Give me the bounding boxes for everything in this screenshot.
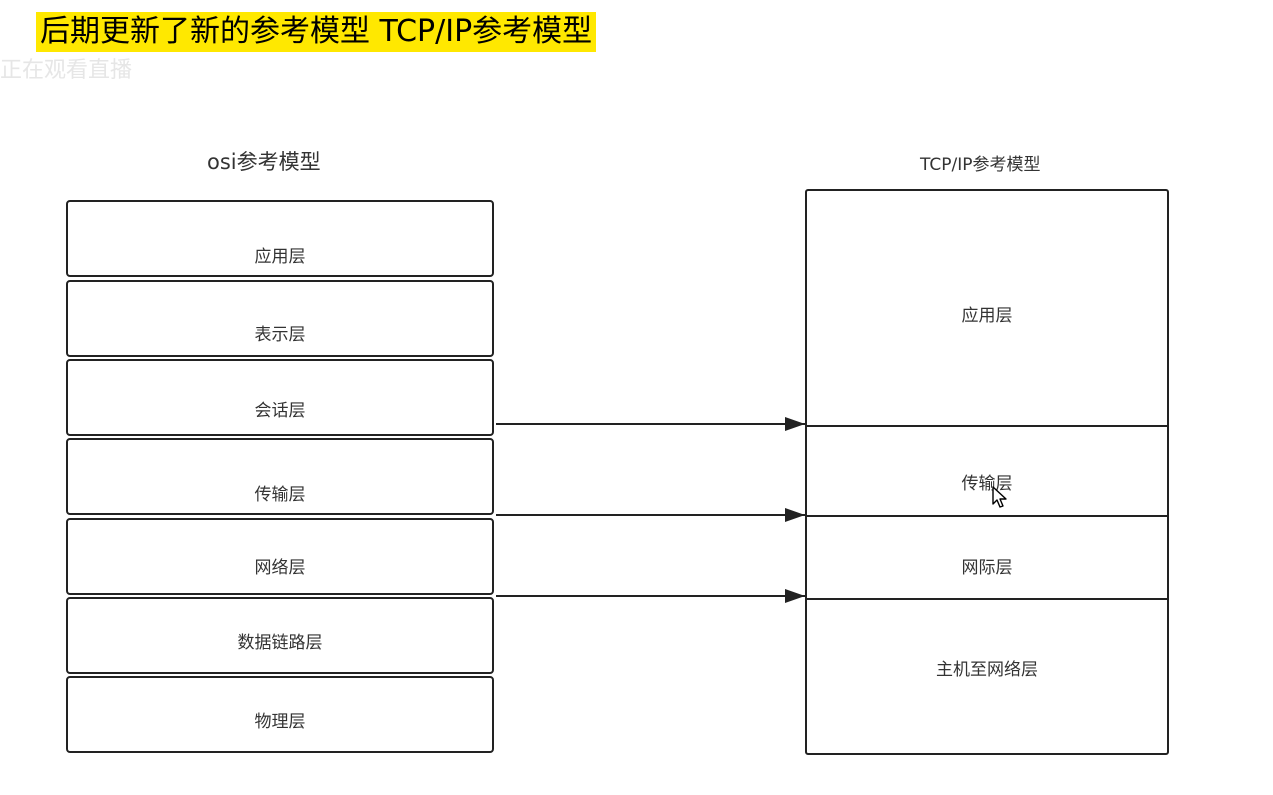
tcpip-stack: 应用层 传输层 网际层 主机至网络层 — [805, 189, 1169, 755]
osi-layer-label: 数据链路层 — [237, 633, 323, 653]
osi-layer-label: 应用层 — [254, 247, 306, 267]
tcpip-layer-label: 网际层 — [961, 558, 1013, 578]
osi-layer-application: 应用层 — [66, 200, 494, 277]
tcpip-layer-host-to-network: 主机至网络层 — [807, 598, 1167, 753]
osi-layer-label: 表示层 — [254, 325, 306, 345]
tcpip-layer-internet: 网际层 — [807, 515, 1167, 598]
osi-layer-network: 网络层 — [66, 518, 494, 595]
tcpip-layer-label: 主机至网络层 — [936, 660, 1038, 680]
osi-layer-label: 会话层 — [254, 401, 306, 421]
video-caption-banner: 后期更新了新的参考模型 TCP/IP参考模型 — [36, 12, 597, 52]
osi-model-title: osi参考模型 — [207, 150, 321, 174]
tcpip-layer-transport: 传输层 — [807, 425, 1167, 515]
osi-layer-label: 传输层 — [254, 485, 306, 505]
osi-layer-data-link: 数据链路层 — [66, 597, 494, 674]
tcpip-layer-application: 应用层 — [807, 191, 1167, 425]
osi-layer-label: 物理层 — [254, 712, 306, 732]
live-watermark: 正在观看直播 — [0, 58, 133, 83]
tcpip-layer-label: 应用层 — [961, 306, 1013, 326]
osi-layer-label: 网络层 — [254, 558, 306, 578]
osi-layer-transport: 传输层 — [66, 438, 494, 515]
osi-layer-physical: 物理层 — [66, 676, 494, 753]
mouse-pointer-icon — [992, 486, 1007, 508]
osi-layer-presentation: 表示层 — [66, 280, 494, 357]
osi-layer-session: 会话层 — [66, 359, 494, 436]
tcpip-layer-label: 传输层 — [961, 474, 1013, 494]
tcpip-model-title: TCP/IP参考模型 — [920, 155, 1041, 175]
